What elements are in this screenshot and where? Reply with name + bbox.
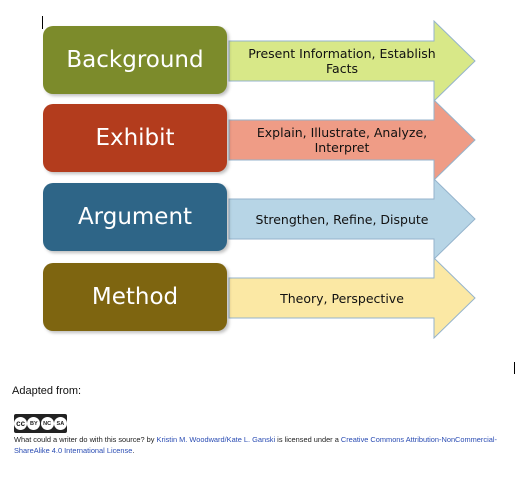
arrow-shape [228,99,476,181]
arrow-description: Explain, Illustrate, Analyze, Interpret [256,125,428,155]
box-method: Method [43,263,227,331]
arrow-description: Strengthen, Refine, Dispute [255,211,429,227]
diagram-row-exhibit: Explain, Illustrate, Analyze, Interpret [0,99,520,181]
attribution-period: . [132,446,135,455]
cc-by-nc-sa-icon[interactable]: cc BY NC SA [14,414,67,433]
arrow-shape [228,20,476,102]
box-exhibit: Exhibit [43,104,227,172]
diagram-row-method: Theory, Perspective [0,257,520,339]
arrow-shape [228,257,476,339]
diagram-row-background: Present Information, Establish Facts [0,20,520,102]
box-argument: Argument [43,183,227,251]
attribution-by: by [144,435,157,444]
text-cursor [514,362,515,374]
text-cursor [42,16,43,29]
authors-link[interactable]: Kristin M. Woodward/Kate L. Ganski [156,435,276,444]
attribution-licensed: is licensed under a [275,435,341,444]
arrow-shape [228,178,476,260]
by-icon: BY [27,417,41,430]
attribution-text: What could a writer do with this source?… [14,434,514,456]
license-link[interactable]: Creative Commons Attribution-NonCommerci… [14,435,497,455]
nc-icon: NC [40,417,54,430]
box-background: Background [43,26,227,94]
cc-icon: cc [14,417,28,430]
arrow-description: Present Information, Establish Facts [248,46,436,76]
arrow-description: Theory, Perspective [280,290,404,306]
work-title: What could a writer do with this source? [14,435,145,444]
adapted-from-label: Adapted from: [12,385,82,397]
sa-icon: SA [53,417,67,430]
diagram-row-argument: Strengthen, Refine, Dispute [0,178,520,260]
